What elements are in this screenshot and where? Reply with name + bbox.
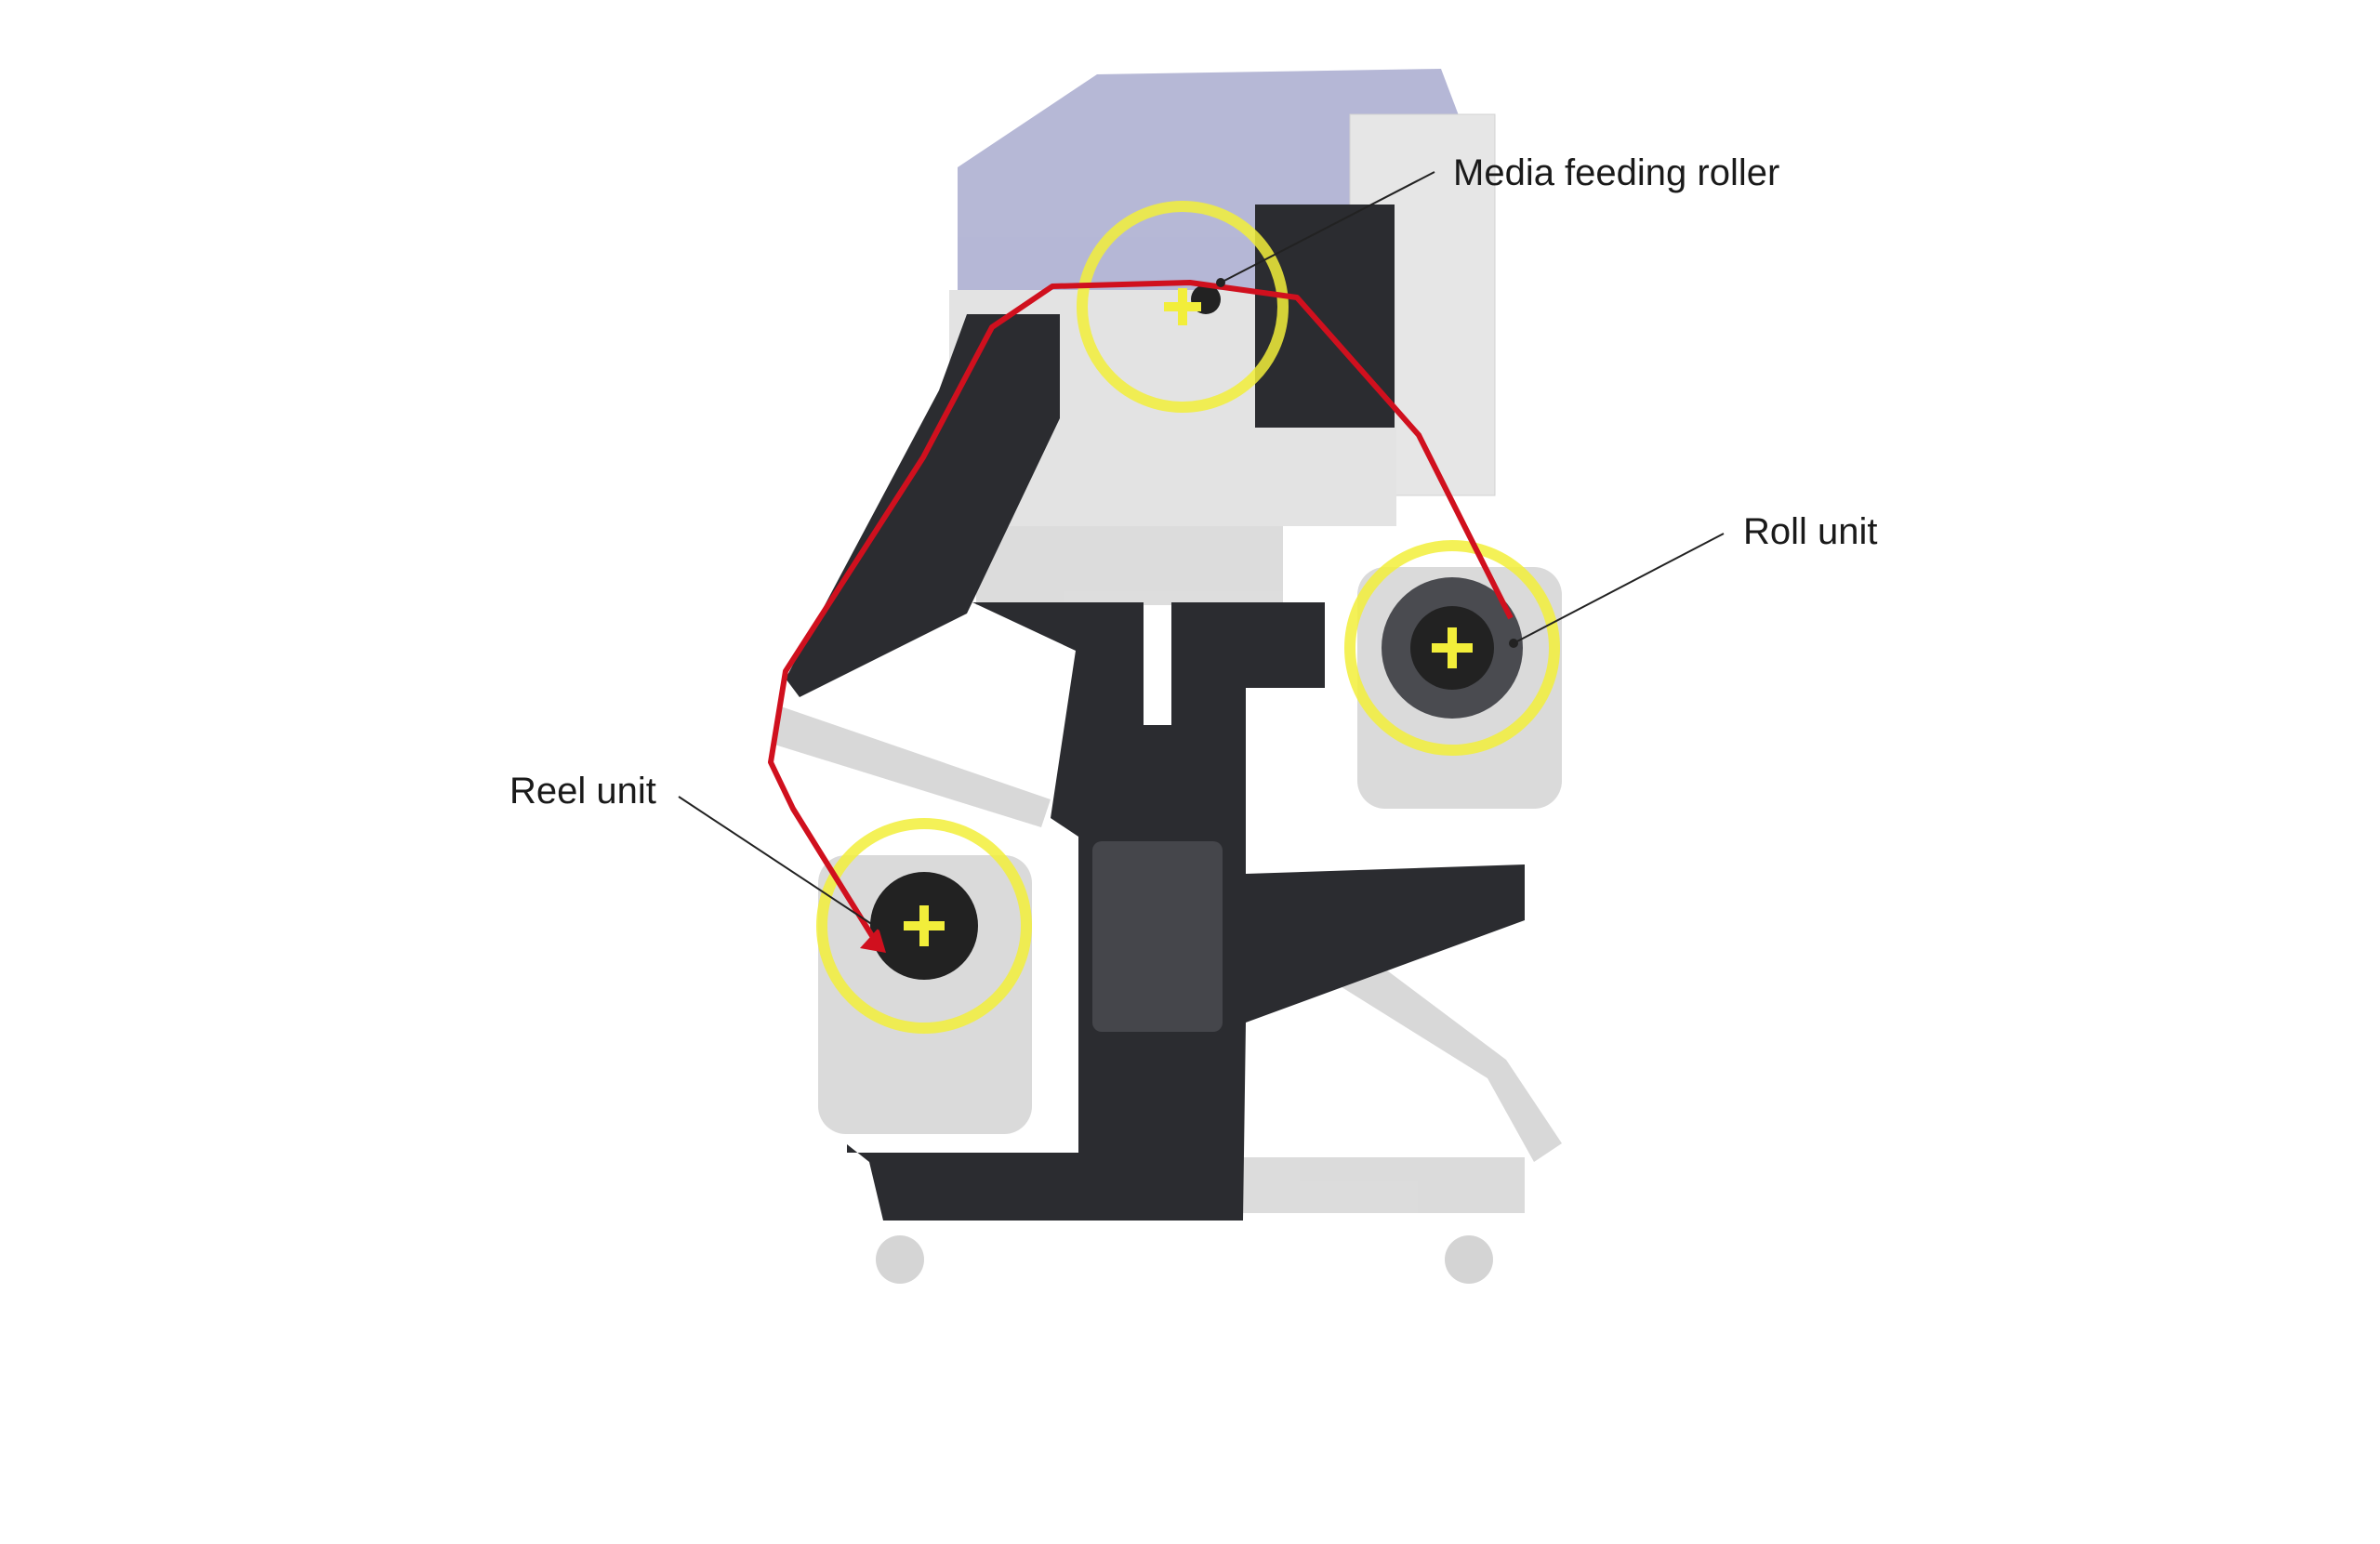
stand-frame bbox=[786, 205, 1525, 1221]
leader-lines bbox=[678, 171, 1725, 931]
media-path-line bbox=[768, 280, 1514, 941]
highlight-circles bbox=[816, 201, 1560, 1034]
reel-unit-label: Reel unit bbox=[509, 771, 656, 812]
roll-unit-label: Roll unit bbox=[1743, 511, 1878, 552]
media-path-arrowhead bbox=[860, 928, 886, 953]
rotation-center-icons bbox=[904, 288, 1473, 946]
media-feeding-roller-label: Media feeding roller bbox=[1453, 152, 1780, 193]
